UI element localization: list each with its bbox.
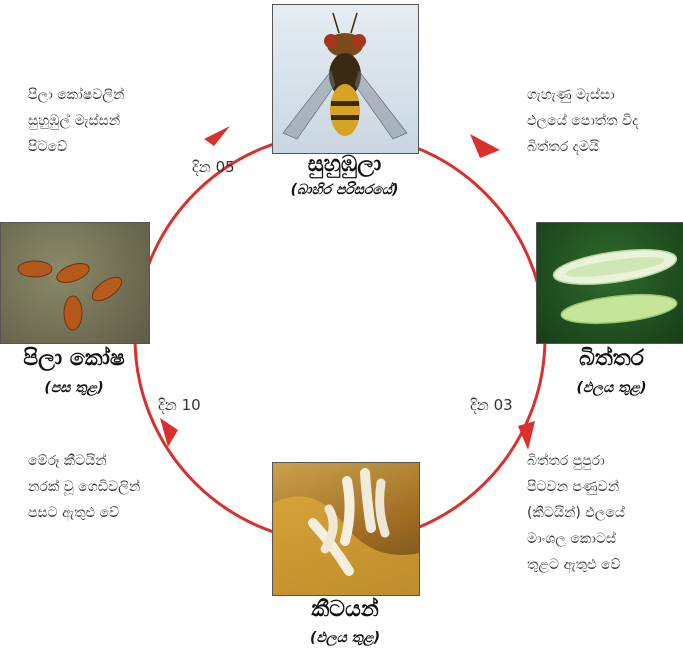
eggs-icon: [537, 223, 683, 343]
description-larva-to-pupa: මේරූ කීටයින් නරක් වූ ගෙඩිවලින් පසට ඇතුළු…: [28, 448, 228, 526]
duration-pupa-to-adult: දින 05: [192, 158, 235, 176]
stage-title-egg: බිත්තර: [540, 346, 683, 371]
stage-subtitle-egg: (ඵලය තුළ): [540, 380, 683, 396]
duration-larva-to-pupa: දින 10: [158, 396, 201, 414]
larvae-icon: [273, 463, 419, 595]
duration-egg-to-larva: දින 03: [470, 396, 513, 414]
stage-title-larva: කීටයන්: [272, 597, 418, 622]
pupae-icon: [1, 223, 149, 343]
description-egg-to-larva: බිත්තර පුපුරා පිටවන පණුවන් (කීටයින්) ඵලය…: [527, 448, 683, 578]
arrow-adult-to-egg: [470, 134, 500, 158]
description-adult-to-egg: ගැහැණු මැස්සා ඵලයේ පොත්ත විද බිත්තර දමයි: [527, 82, 683, 160]
stage-subtitle-pupa: (පස තුළ): [0, 380, 148, 396]
description-pupa-to-adult: පිලා කෝෂවලින් සුහුඹුල් මැස්සන් පිටවේ: [28, 82, 208, 160]
stage-subtitle-larva: (ඵලය තුළ): [272, 630, 418, 646]
stage-title-adult: සුහුඹුලා: [272, 152, 417, 177]
pupae-photo: [0, 222, 150, 344]
adult-fly-photo: [272, 4, 419, 154]
stage-subtitle-adult: (බාහිර පරිසරයේ): [262, 182, 427, 198]
fruit-fly-icon: [273, 5, 418, 153]
eggs-photo: [536, 222, 683, 344]
larvae-photo: [272, 462, 420, 596]
stage-title-pupa: පිලා කෝෂ: [0, 346, 148, 371]
